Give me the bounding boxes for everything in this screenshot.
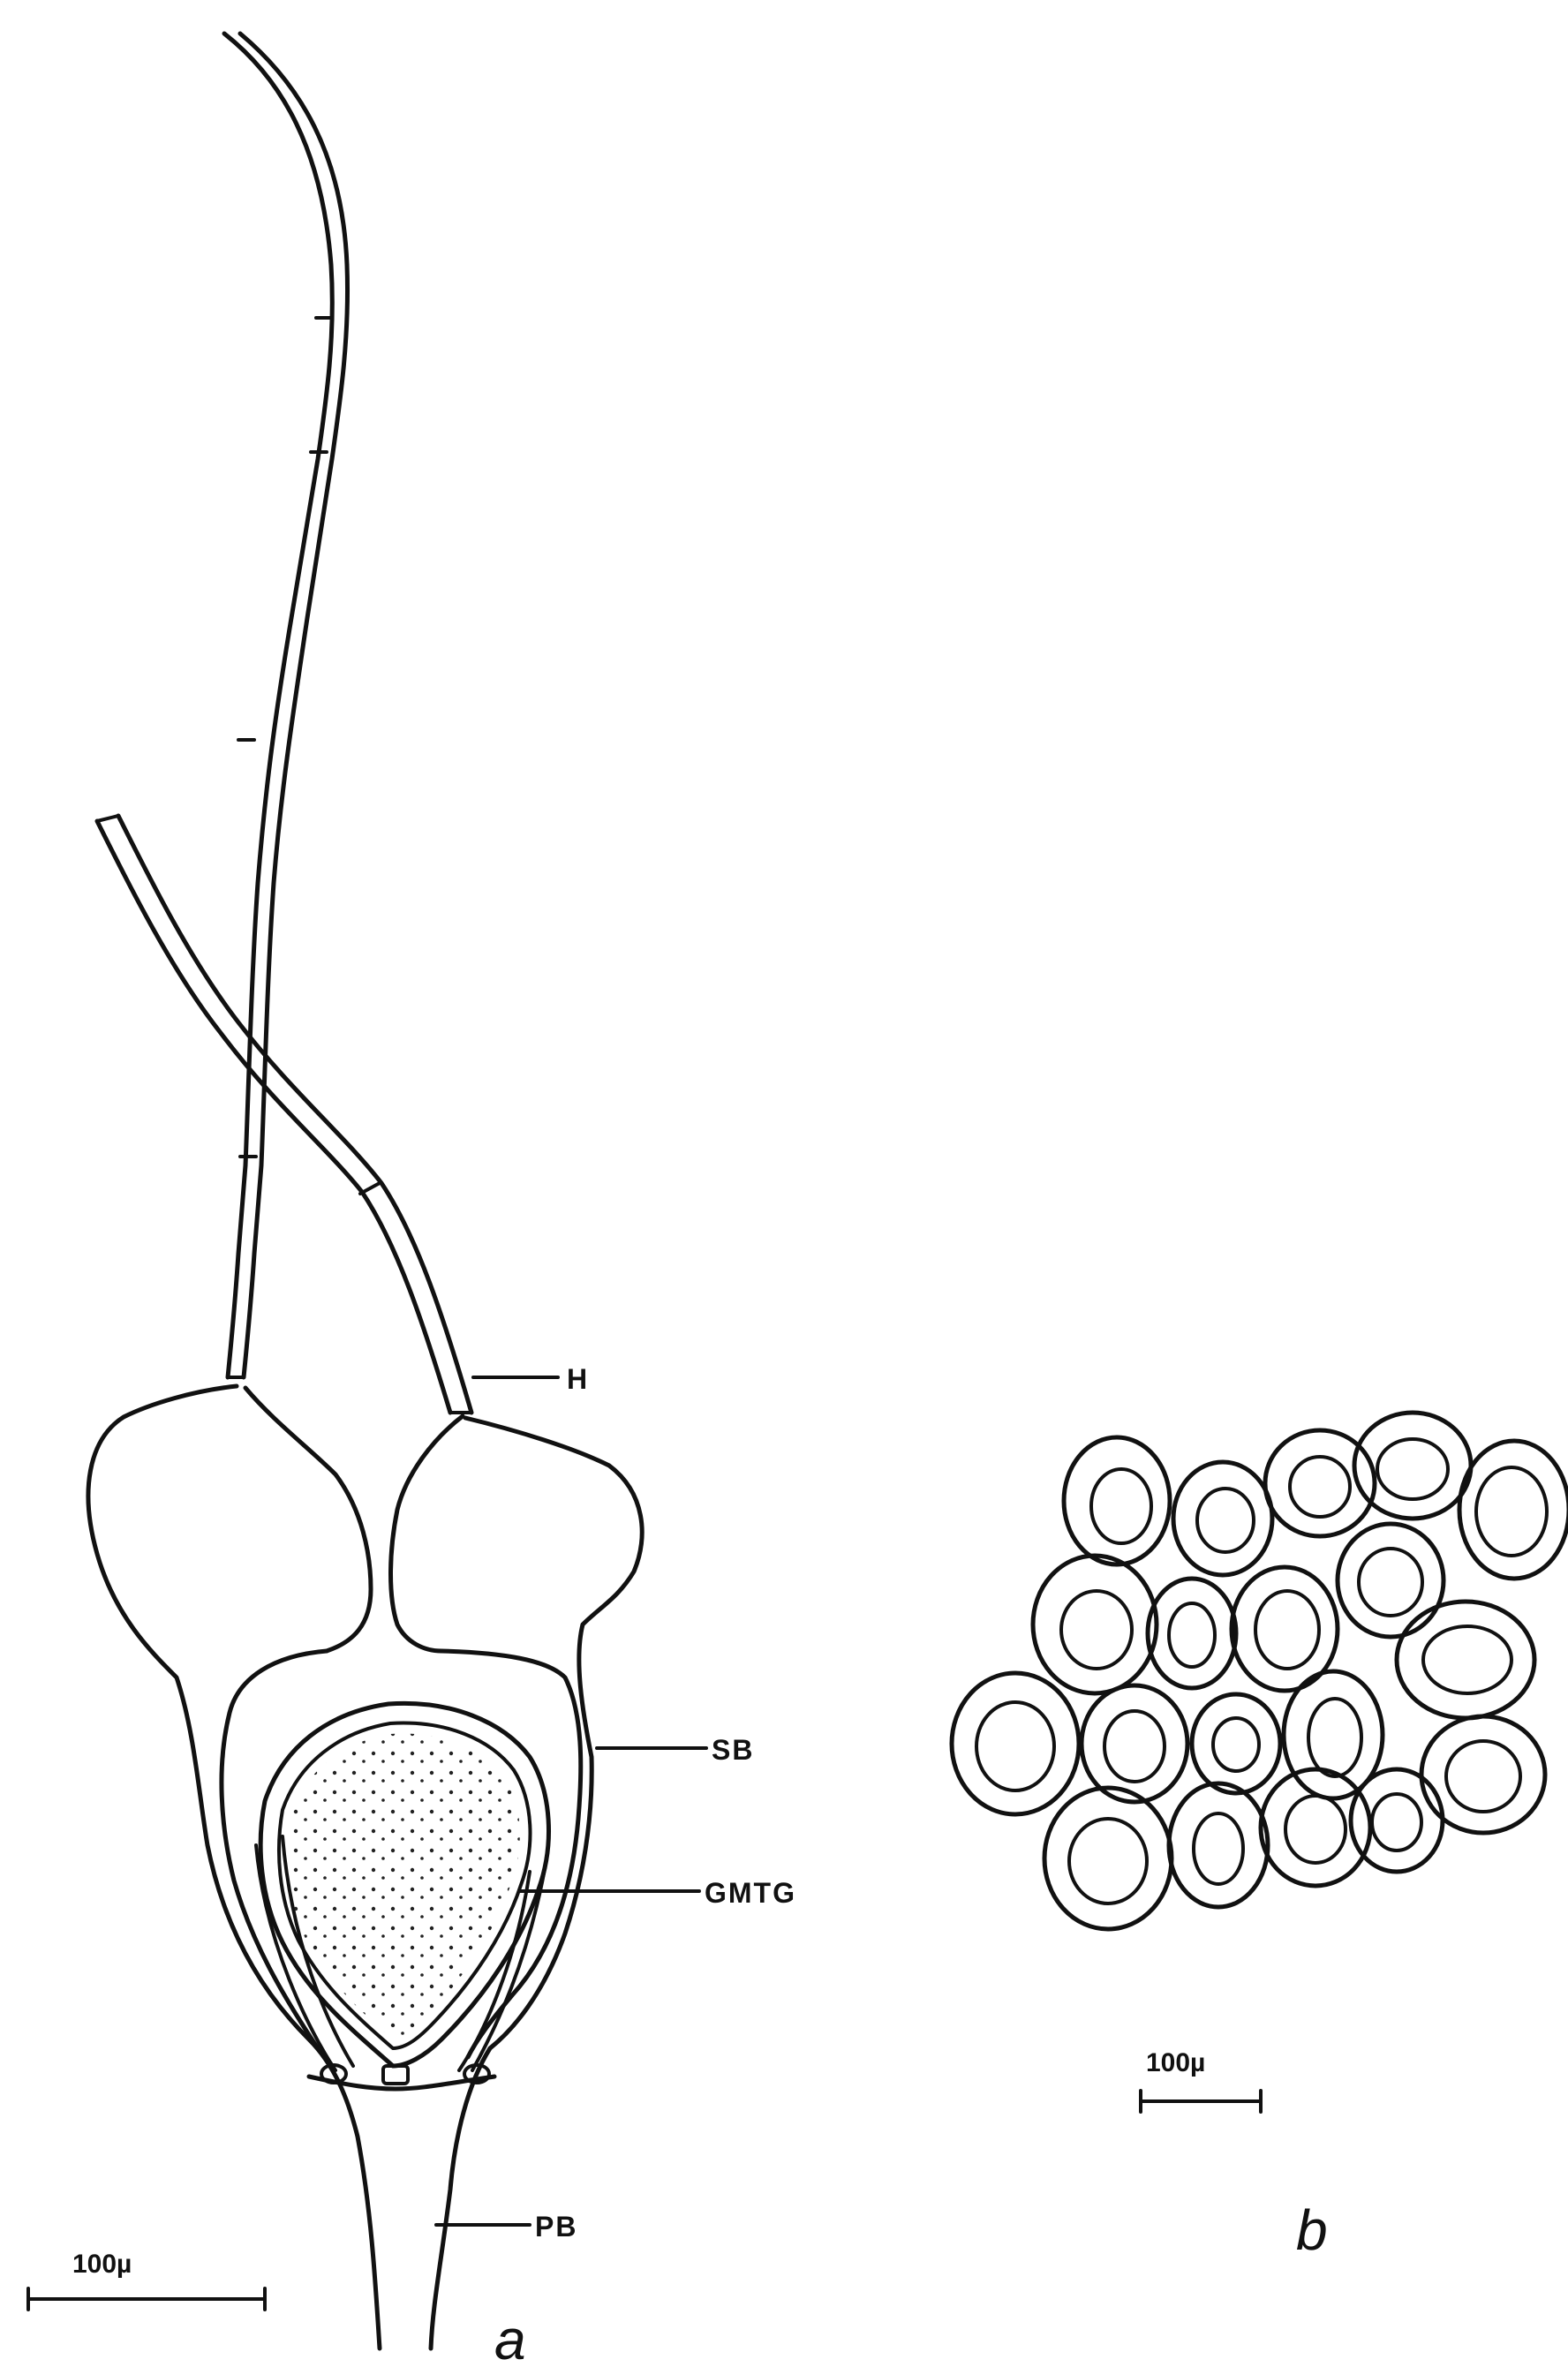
panel-letter-b: b	[1296, 2198, 1328, 2262]
cell	[1192, 1694, 1280, 1793]
long-hair	[224, 34, 348, 1377]
scale-bar-b	[1141, 2091, 1261, 2112]
panel-b-cell-cluster	[952, 1413, 1568, 1929]
cell	[1082, 1685, 1187, 1802]
panel-letter-a: a	[494, 2308, 526, 2367]
scale-label-a: 100µ	[72, 2250, 132, 2279]
label-H: H	[567, 1363, 589, 1395]
cell	[1421, 1716, 1545, 1833]
cell	[1033, 1556, 1157, 1693]
scale-bar-a	[28, 2288, 265, 2310]
scale-label-b: 100µ	[1146, 2048, 1205, 2077]
cell	[1351, 1769, 1443, 1872]
cell	[1459, 1441, 1568, 1579]
cell	[1064, 1437, 1170, 1564]
label-PB: PB	[535, 2211, 577, 2243]
cell	[1173, 1462, 1272, 1575]
cell	[1148, 1579, 1236, 1688]
cell	[1044, 1788, 1172, 1929]
cell	[1169, 1783, 1268, 1907]
cell	[952, 1673, 1079, 1814]
cell	[1397, 1602, 1534, 1718]
label-GMTG: GMTG	[705, 1877, 796, 1909]
panel-a-drawing	[88, 34, 706, 2348]
cell	[1261, 1769, 1370, 1886]
short-hair-H	[97, 816, 471, 1413]
label-SB: SB	[712, 1734, 754, 1766]
cell	[1338, 1524, 1444, 1637]
gametangium	[256, 1703, 548, 2070]
